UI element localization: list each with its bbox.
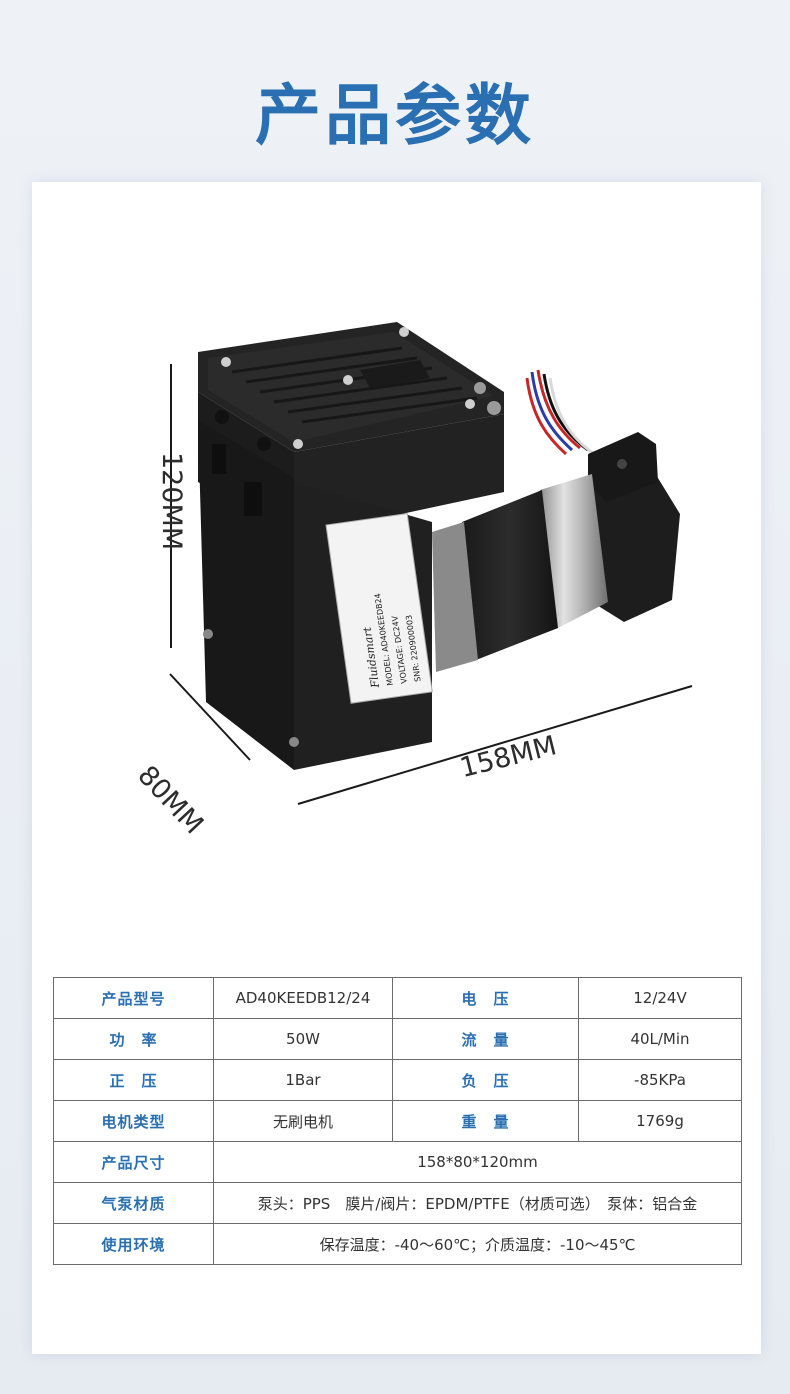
table-row: 产品尺寸 158*80*120mm — [53, 1141, 742, 1183]
spec-table: 产品型号 AD40KEEDB12/24 电 压 12/24V 功 率 50W 流… — [53, 977, 742, 1265]
table-row: 气泵材质 泵头：PPS 膜片/阀片：EPDM/PTFE（材质可选） 泵体：铝合金 — [53, 1182, 742, 1224]
voltage-value: 12/24V — [578, 977, 742, 1019]
model-value: AD40KEEDB12/24 — [213, 977, 393, 1019]
material-value: 泵头：PPS 膜片/阀片：EPDM/PTFE（材质可选） 泵体：铝合金 — [213, 1182, 742, 1224]
table-row: 产品型号 AD40KEEDB12/24 电 压 12/24V — [53, 977, 742, 1019]
height-label: 120MM — [156, 452, 187, 551]
weight-value: 1769g — [578, 1100, 742, 1142]
power-value: 50W — [213, 1018, 393, 1060]
page-title: 产品参数 — [255, 77, 535, 154]
negative-pressure-value: -85KPa — [578, 1059, 742, 1101]
environment-label: 使用环境 — [53, 1223, 214, 1265]
flow-value: 40L/Min — [578, 1018, 742, 1060]
environment-value: 保存温度：-40～60℃；介质温度：-10～45℃ — [213, 1223, 742, 1265]
depth-dimension-line — [169, 673, 251, 761]
size-value: 158*80*120mm — [213, 1141, 742, 1183]
table-row: 功 率 50W 流 量 40L/Min — [53, 1018, 742, 1060]
content-card: Fluidsmart MODEL: AD40KEEDB24 VOLTAGE: D… — [32, 182, 761, 1354]
length-dimension-line — [297, 685, 693, 805]
weight-label: 重 量 — [392, 1100, 579, 1142]
product-label: Fluidsmart MODEL: AD40KEEDB24 VOLTAGE: D… — [325, 513, 433, 704]
table-row: 使用环境 保存温度：-40～60℃；介质温度：-10～45℃ — [53, 1223, 742, 1265]
positive-pressure-value: 1Bar — [213, 1059, 393, 1101]
table-row: 正 压 1Bar 负 压 -85KPa — [53, 1059, 742, 1101]
flow-label: 流 量 — [392, 1018, 579, 1060]
size-label: 产品尺寸 — [53, 1141, 214, 1183]
voltage-label: 电 压 — [392, 977, 579, 1019]
motor-type-value: 无刷电机 — [213, 1100, 393, 1142]
power-label: 功 率 — [53, 1018, 214, 1060]
negative-pressure-label: 负 压 — [392, 1059, 579, 1101]
pump-product-image: Fluidsmart MODEL: AD40KEEDB24 VOLTAGE: D… — [169, 322, 693, 805]
material-label: 气泵材质 — [53, 1182, 214, 1224]
positive-pressure-label: 正 压 — [53, 1059, 214, 1101]
motor-type-label: 电机类型 — [53, 1100, 214, 1142]
table-row: 电机类型 无刷电机 重 量 1769g — [53, 1100, 742, 1142]
model-label: 产品型号 — [53, 977, 214, 1019]
